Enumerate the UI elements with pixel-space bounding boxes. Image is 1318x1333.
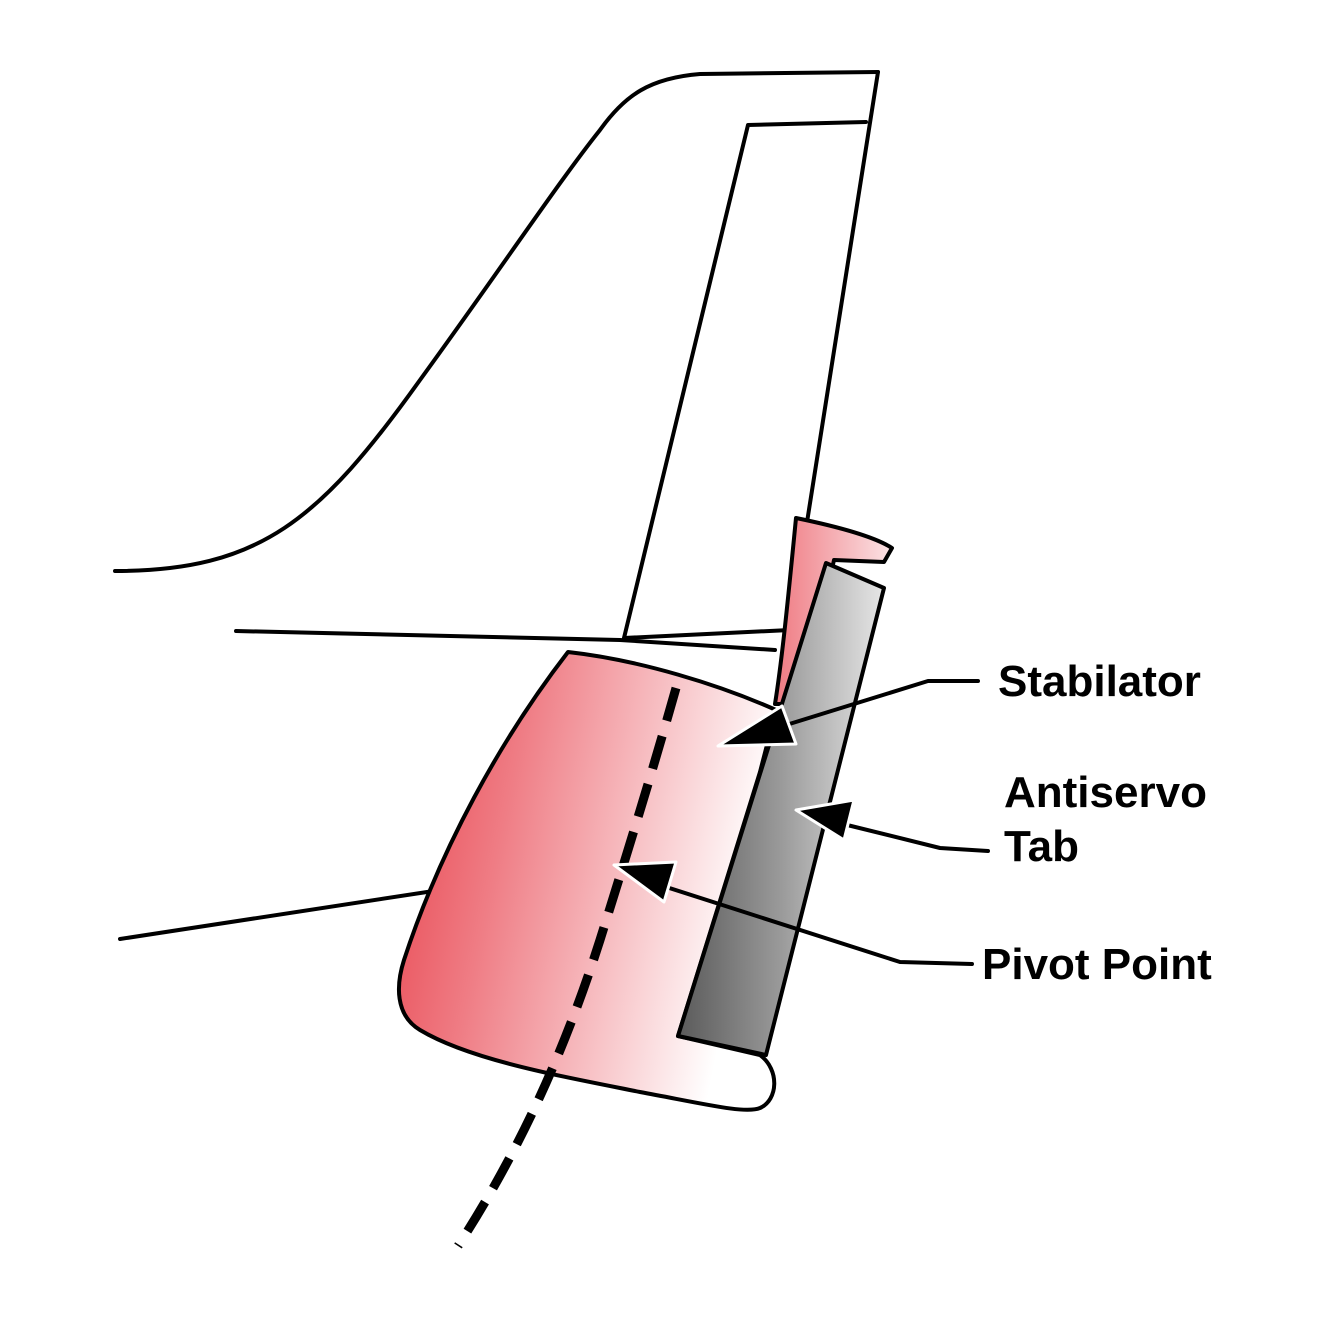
stabilator-arrowhead — [716, 704, 798, 748]
antiservo-tab-label-line2: Tab — [1004, 822, 1079, 871]
pivot-axis-dashed-line — [454, 686, 681, 1249]
fuselage-bottom-line — [118, 888, 442, 941]
pivot-point-arrowhead — [612, 860, 678, 904]
antiservo-tab-surface — [676, 561, 886, 1057]
vertical-fin-outline — [113, 70, 880, 573]
antiservo-tab-leader-line — [833, 820, 990, 853]
stabilator-label: Stabilator — [998, 657, 1201, 706]
stabilator-leader-line — [768, 679, 980, 732]
pivot-point-label: Pivot Point — [982, 940, 1212, 989]
antiservo-tab-label-line1: Antiservo — [1004, 768, 1207, 817]
fuselage-top-line — [234, 629, 777, 652]
rudder-outline — [622, 70, 880, 640]
antiservo-tab-arrowhead — [794, 798, 856, 842]
pivot-point-leader-line — [658, 883, 974, 966]
